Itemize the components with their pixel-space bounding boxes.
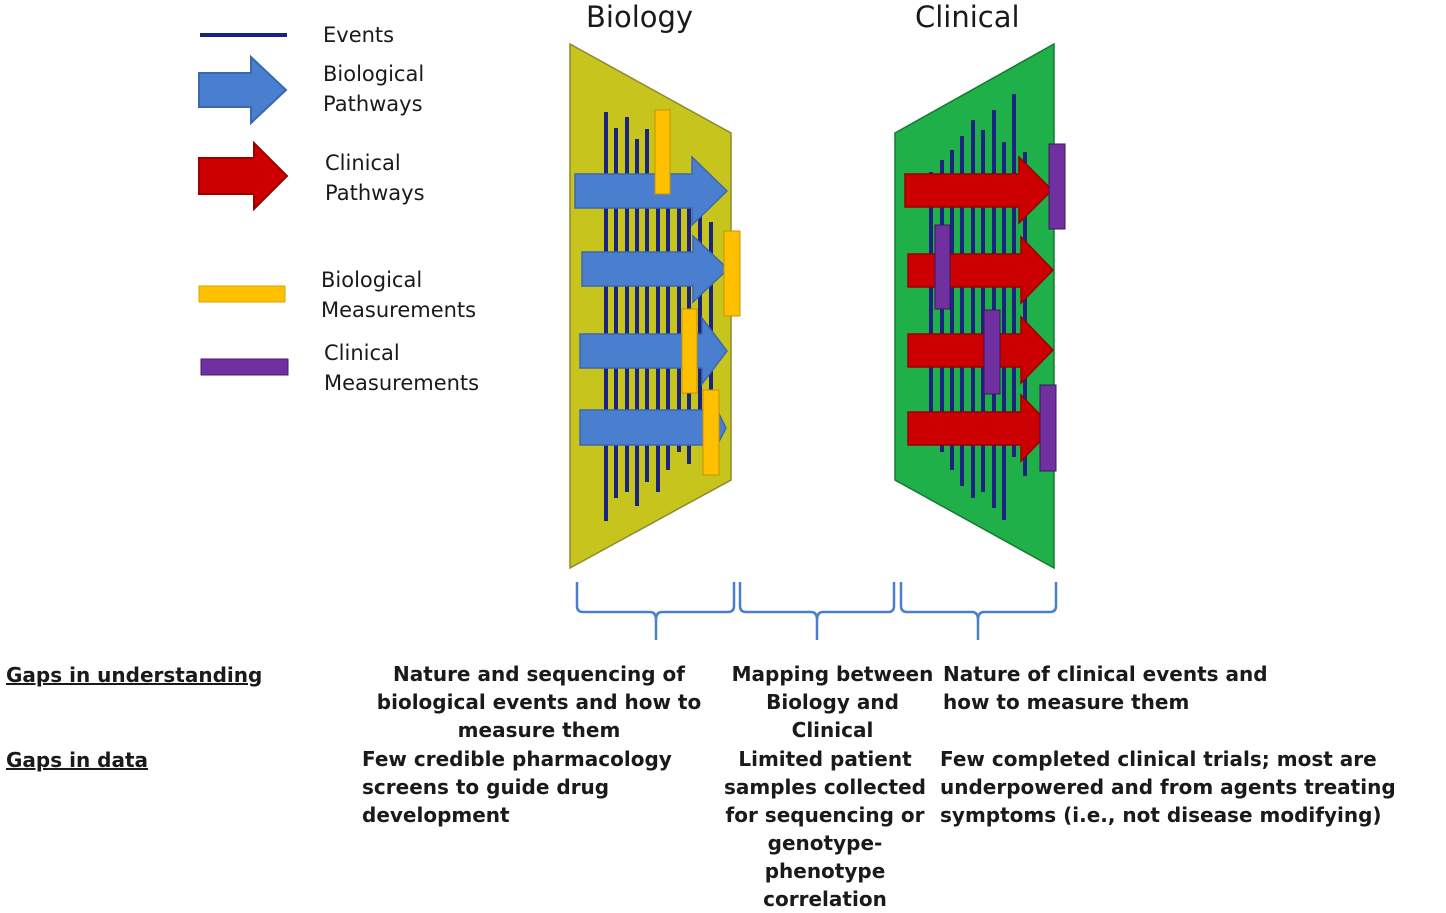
legend-clinical-measurements-label-2: Measurements xyxy=(324,371,480,395)
understanding-biology-text: Nature and sequencing of biological even… xyxy=(376,662,702,742)
legend-clinical-measurements-label-1: Clinical xyxy=(324,341,400,365)
legend-biological-measurements-label-1: Biological xyxy=(321,268,423,292)
brace-mapping xyxy=(738,582,896,640)
biological-measurement xyxy=(702,389,720,476)
clinical-title: Clinical xyxy=(915,0,1020,34)
legend-clinical-pathways-label-1: Clinical xyxy=(325,151,401,175)
biological-measurement xyxy=(681,308,698,394)
clinical-pathway-arrow xyxy=(907,315,1055,385)
data-mapping-text: Limited patient samples collected for se… xyxy=(723,747,926,911)
clinical-pathway-arrow xyxy=(904,155,1054,225)
biological-measurement xyxy=(654,109,671,195)
gaps-in-understanding-header: Gaps in understanding xyxy=(6,663,263,687)
clinical-measurement xyxy=(983,309,1001,395)
legend-clinical-pathways-label-2: Pathways xyxy=(325,181,425,205)
diagram-canvas xyxy=(198,33,1066,640)
legend-biological-pathways-label-1: Biological xyxy=(323,62,425,86)
understanding-mapping-text: Mapping between Biology and Clinical xyxy=(731,662,934,742)
biology-panel xyxy=(569,42,732,570)
legend-events-label: Events xyxy=(323,23,395,47)
brace-clinical xyxy=(899,582,1058,640)
clinical-measurement xyxy=(934,224,951,310)
biology-title: Biology xyxy=(586,0,694,34)
data-clinical-text: Few completed clinical trials; most are … xyxy=(940,747,1396,827)
legend-clinical-pathway-icon xyxy=(198,140,289,212)
data-biology-text: Few credible pharmacology screens to gui… xyxy=(362,747,672,827)
clinical-measurement xyxy=(1039,384,1057,472)
legend-biological-measurements-label-2: Measurements xyxy=(321,298,477,322)
legend-biological-measurement-icon xyxy=(198,285,286,303)
biology-pathway-arrow xyxy=(581,234,730,304)
brace-biology xyxy=(575,582,736,640)
understanding-clinical-text: Nature of clinical events and how to mea… xyxy=(943,662,1268,714)
legend-biological-pathway-icon xyxy=(198,54,288,126)
legend-clinical-measurement-icon xyxy=(200,358,289,376)
legend-biological-pathways-label-2: Pathways xyxy=(323,92,423,116)
biological-measurement xyxy=(723,230,741,317)
clinical-measurement xyxy=(1048,143,1066,230)
clinical-pathway-arrow xyxy=(907,393,1055,463)
gaps-in-data-header: Gaps in data xyxy=(6,748,149,772)
biology-pathway-arrow xyxy=(574,155,729,227)
